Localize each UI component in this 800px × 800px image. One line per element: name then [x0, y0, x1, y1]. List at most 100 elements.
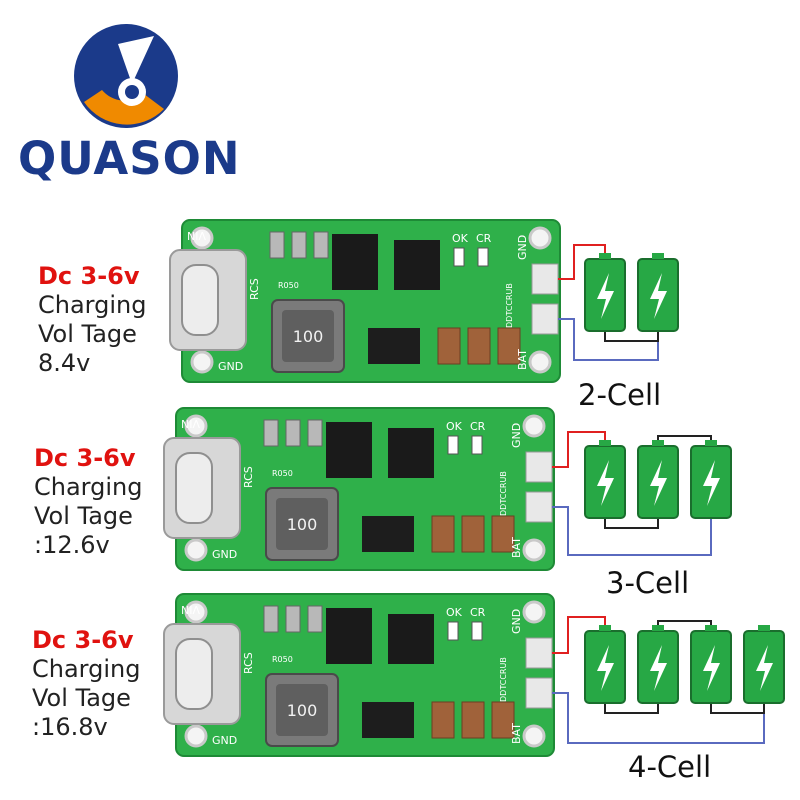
pad-gnd: [525, 637, 553, 669]
battery-terminal: [705, 440, 717, 446]
spec-line-charging: Charging: [32, 655, 141, 683]
output-capacitor: [491, 701, 515, 739]
spec-line-charging: Charging: [34, 473, 143, 501]
series-link-wire: [604, 703, 659, 714]
cell-count-label: 3-Cell: [606, 566, 690, 600]
battery-terminal: [652, 625, 664, 631]
brand-name: QUASON: [18, 132, 241, 185]
negative-wire: [558, 318, 659, 361]
capacitor: [285, 605, 301, 633]
battery-terminal: [599, 440, 611, 446]
mount-hole: [184, 724, 208, 748]
battery-terminal: [652, 440, 664, 446]
capacitor: [307, 419, 323, 447]
inductor-core: [282, 310, 334, 362]
battery-terminal: [705, 625, 717, 631]
usb-c-port: [175, 452, 213, 524]
capacitor: [285, 419, 301, 447]
lightning-bolt-icon: [650, 645, 667, 691]
silkscreen-rcs: RCS: [242, 466, 255, 488]
diode: [362, 702, 414, 738]
usb-c-port: [181, 264, 219, 336]
capacitor: [263, 605, 279, 633]
silkscreen-cr: CR: [470, 420, 486, 433]
battery-terminal: [758, 625, 770, 631]
positive-wire: [552, 431, 606, 468]
spec-line-voltage: Vol Tage: [38, 320, 137, 348]
silkscreen-bat: BAT: [510, 537, 523, 558]
mount-hole: [184, 538, 208, 562]
silkscreen-model: DDTCCRUB: [505, 283, 514, 328]
lightning-bolt-icon: [756, 645, 773, 691]
output-voltage: 8.4v: [38, 349, 91, 377]
silkscreen-model: DDTCCRUB: [499, 657, 508, 702]
battery-pack: [558, 244, 679, 361]
silkscreen-resistor: R050: [272, 469, 293, 478]
input-voltage: Dc 3-6v: [32, 626, 134, 654]
series-link-wire: [710, 703, 765, 714]
mount-hole: [522, 414, 546, 438]
battery-terminal: [652, 253, 664, 259]
silkscreen-vin: VIN: [181, 603, 200, 616]
inductor-core: [276, 498, 328, 550]
output-voltage: :12.6v: [34, 531, 110, 559]
silkscreen-rcs: RCS: [248, 278, 261, 300]
spec-block-3: Dc 3-6v Charging Vol Tage :16.8v: [32, 626, 140, 742]
silkscreen-gnd-out: GND: [510, 423, 523, 448]
spec-line-charging: Charging: [38, 291, 147, 319]
output-capacitor: [497, 327, 521, 365]
capacitor: [263, 419, 279, 447]
usb-c-port: [175, 638, 213, 710]
silkscreen-cr: CR: [470, 606, 486, 619]
lightning-bolt-icon: [597, 273, 614, 319]
silkscreen-gnd-out: GND: [516, 235, 529, 260]
silkscreen-vin: VIN: [181, 417, 200, 430]
pad-gnd: [531, 263, 559, 295]
output-capacitor: [431, 515, 455, 553]
mount-hole: [190, 350, 214, 374]
silkscreen-model: DDTCCRUB: [499, 471, 508, 516]
lightning-bolt-icon: [703, 460, 720, 506]
capacitor: [291, 231, 307, 259]
negative-wire: [552, 692, 765, 744]
capacitor: [307, 605, 323, 633]
capacitor: [269, 231, 285, 259]
mount-hole: [522, 538, 546, 562]
series-link-wire: [657, 435, 712, 446]
positive-wire: [552, 616, 606, 654]
output-voltage: :16.8v: [32, 713, 108, 741]
spec-line-voltage: Vol Tage: [32, 684, 131, 712]
spec-block-1: Dc 3-6v Charging Vol Tage 8.4v: [38, 262, 146, 378]
led-ok: [447, 621, 459, 641]
ic-chip: [326, 608, 372, 664]
mount-hole: [190, 226, 214, 250]
input-voltage: Dc 3-6v: [38, 262, 140, 290]
diode: [368, 328, 420, 364]
battery-terminal: [599, 253, 611, 259]
output-capacitor: [461, 515, 485, 553]
logo-mark-icon: [74, 24, 178, 128]
cell-count-label: 4-Cell: [628, 750, 712, 784]
mount-hole: [522, 600, 546, 624]
silkscreen-ok: OK: [452, 232, 469, 245]
silkscreen-ok: OK: [446, 420, 463, 433]
inductor-marking: 100: [287, 701, 318, 720]
spec-block-2: Dc 3-6v Charging Vol Tage :12.6v: [34, 444, 142, 560]
lightning-bolt-icon: [597, 460, 614, 506]
silkscreen-gnd: GND: [212, 734, 237, 747]
battery-terminal: [599, 625, 611, 631]
lightning-bolt-icon: [597, 645, 614, 691]
brand-logo: QUASON: [14, 14, 240, 185]
output-capacitor: [461, 701, 485, 739]
silkscreen-bat: BAT: [516, 349, 529, 370]
ic-chip: [326, 422, 372, 478]
led-ok: [453, 247, 465, 267]
output-capacitor: [467, 327, 491, 365]
ic-chip: [332, 234, 378, 290]
silkscreen-gnd: GND: [218, 360, 243, 373]
lightning-bolt-icon: [703, 645, 720, 691]
series-link-wire: [657, 620, 712, 631]
